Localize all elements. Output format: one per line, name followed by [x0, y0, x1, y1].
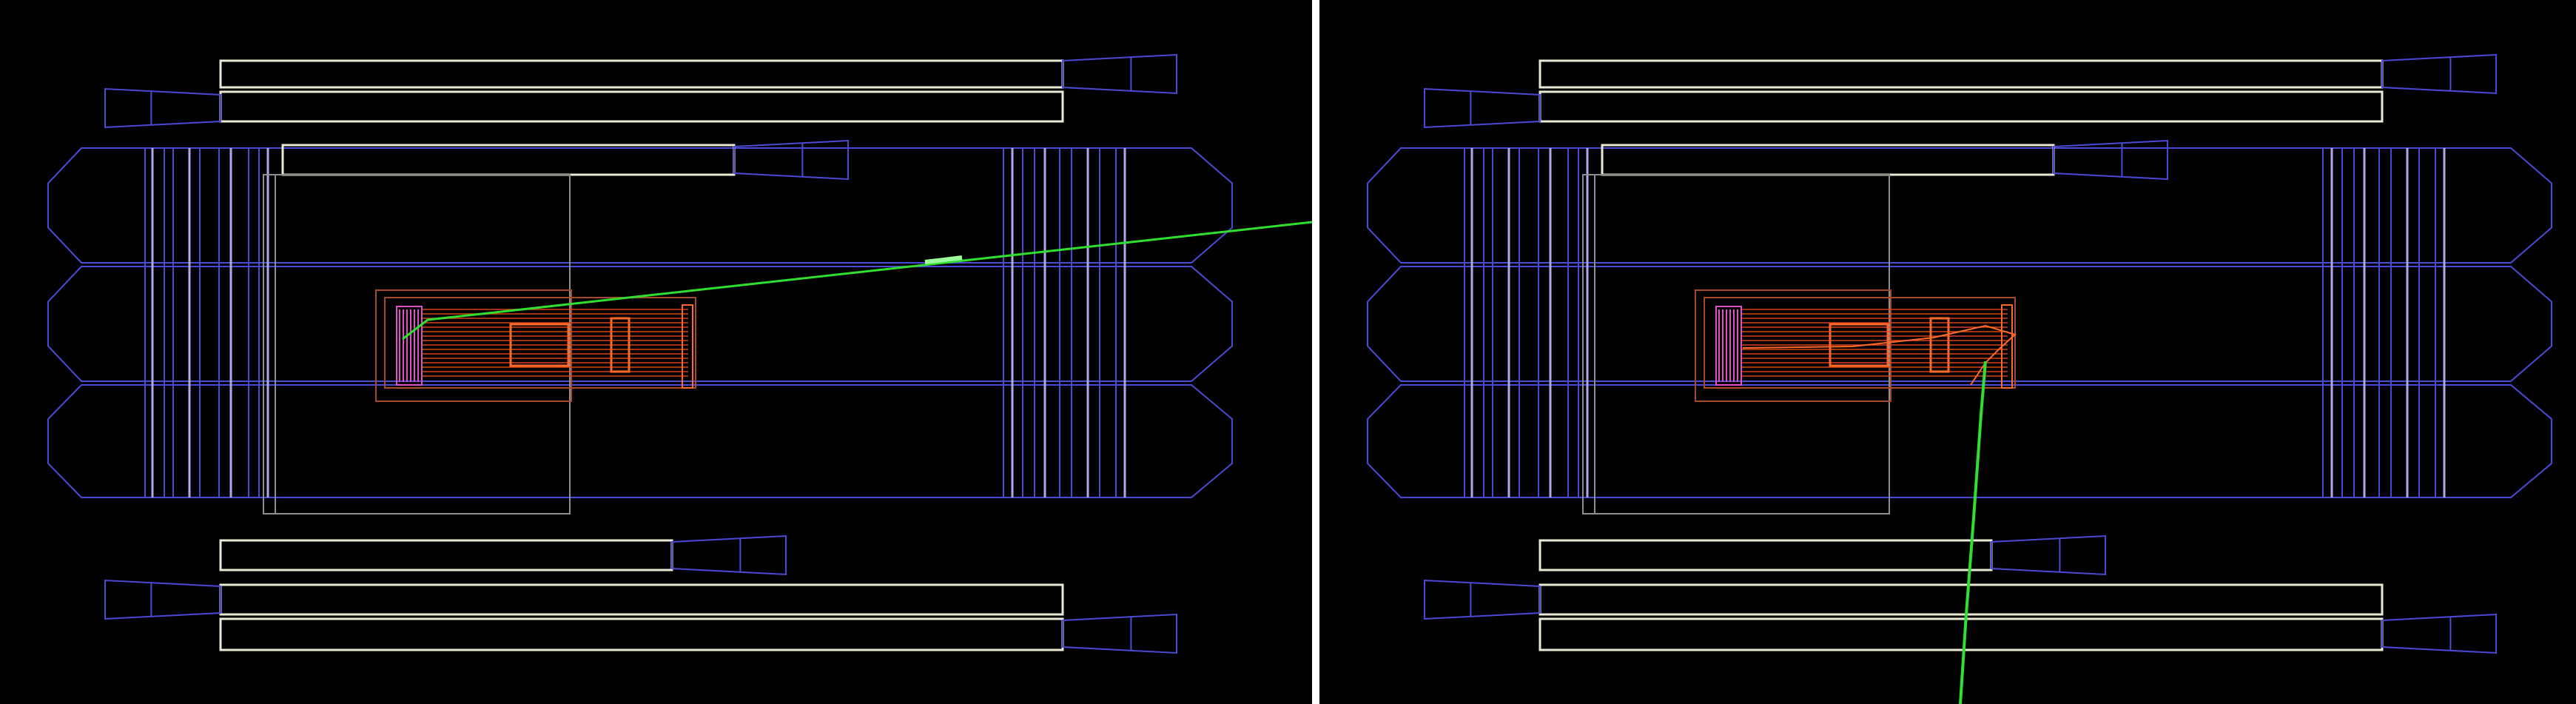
endcap-stations: [144, 148, 1126, 497]
inner-frame: [1582, 174, 1890, 514]
slab-connector: [104, 579, 221, 620]
track-shower: [1742, 324, 2017, 386]
outer-slab: [219, 617, 1064, 651]
detector-envelope: [384, 297, 696, 389]
particle-tracks: [1742, 324, 2017, 704]
muon-chambers: [1367, 147, 2552, 498]
outer-slabs: [219, 59, 1064, 651]
detector-outer-box: [375, 289, 572, 402]
outer-slab: [1538, 617, 2384, 651]
detector-outer-box: [1695, 289, 1891, 402]
panel-divider: [1312, 0, 1319, 704]
outer-slab: [1538, 59, 2384, 89]
detector-cavity: [509, 323, 570, 367]
slab-connector: [2053, 139, 2168, 181]
inner-frame-box: [263, 174, 571, 514]
slab-connector: [1062, 53, 1177, 95]
central-detector: [375, 289, 696, 402]
inner-frame: [263, 174, 571, 514]
outer-slab: [281, 144, 736, 176]
detector-geometry-right: [1367, 53, 2552, 704]
muon-chamber-3: [1367, 384, 2552, 498]
track-hit: [924, 255, 963, 264]
slab-connector: [1991, 534, 2106, 576]
muon-chamber-3: [47, 384, 1233, 498]
slab-connector: [733, 139, 849, 181]
detector-cavity: [1829, 323, 1889, 367]
outer-slab: [219, 59, 1064, 89]
outer-slab: [1538, 583, 2384, 616]
track-muon: [402, 221, 1312, 341]
detector-view-right: [1319, 0, 2576, 704]
outer-slab: [1538, 539, 1993, 571]
slab-connector: [1424, 579, 1541, 620]
muon-chamber-1: [47, 147, 1233, 264]
detector-cap: [610, 317, 630, 373]
outer-slab: [219, 583, 1064, 616]
outer-slab: [219, 90, 1064, 123]
muon-chamber-1: [1367, 147, 2552, 264]
detector-geometry-left: [47, 53, 1312, 654]
inner-frame-box: [1582, 174, 1890, 514]
slab-connector: [1424, 87, 1541, 129]
slab-connector: [671, 534, 787, 576]
slab-connectors: [104, 53, 1177, 654]
central-detector: [1695, 289, 2016, 402]
endcap-stations: [1464, 148, 2446, 497]
slab-connector: [2381, 613, 2497, 654]
target-frame: [1715, 306, 1742, 386]
outer-slab: [1601, 144, 2055, 176]
muon-chamber-2: [47, 266, 1233, 382]
slab-connectors: [1424, 53, 2497, 654]
slab-connector: [1062, 613, 1177, 654]
track-muon: [1959, 361, 1987, 704]
outer-slab: [219, 539, 673, 571]
detector-end-plate: [2001, 304, 2013, 389]
detector-envelope: [1704, 297, 2016, 389]
slab-connector: [2381, 53, 2497, 95]
detector-view-left: [47, 53, 1312, 654]
slab-connector: [104, 87, 221, 129]
muon-chambers: [47, 147, 1233, 498]
muon-chamber-2: [1367, 266, 2552, 382]
particle-tracks: [402, 221, 1312, 341]
target-frame: [396, 306, 423, 386]
detector-end-plate: [682, 304, 693, 389]
outer-slab: [1538, 90, 2384, 123]
outer-slabs: [1538, 59, 2384, 651]
detector-cap: [1929, 317, 1950, 373]
